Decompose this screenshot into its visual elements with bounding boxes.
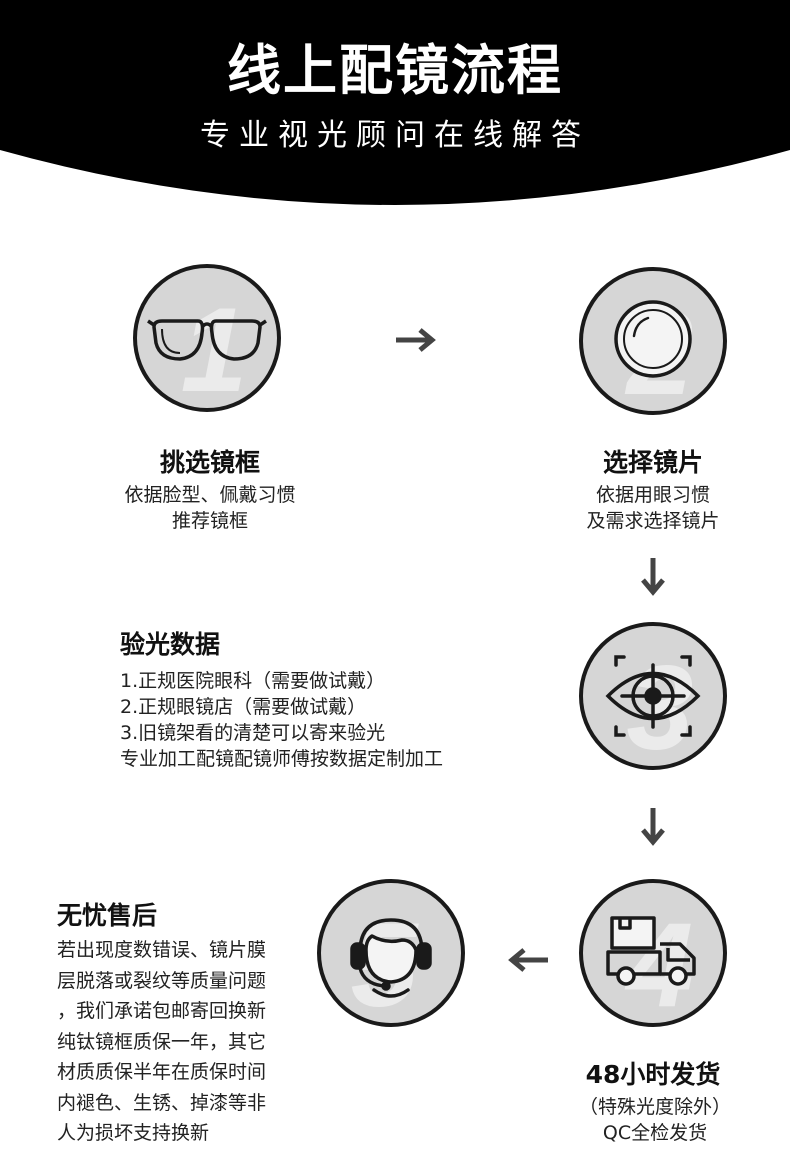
page-title: 线上配镜流程: [227, 39, 563, 102]
step-5-description: 若出现度数错误、镜片膜 层脱落或裂纹等质量问题 ，我们承诺包邮寄回换新 纯钛镜框…: [57, 935, 266, 1149]
step-4-circle: 4: [578, 878, 728, 1028]
step-2-description: 依据用眼习惯 及需求选择镜片: [520, 482, 786, 534]
step-1-line: 依据脸型、佩戴习惯: [124, 484, 296, 506]
step-3-line: 专业加工配镜配镜师傅按数据定制加工: [120, 748, 444, 770]
lens-icon: [614, 300, 692, 378]
step-1-line: 推荐镜框: [171, 510, 248, 532]
step-5-line: 材质质保半年在质保时间: [57, 1061, 267, 1083]
step-3-description: 1.正规医院眼科（需要做试戴） 2.正规眼镜店（需要做试戴） 3.旧镜架看的清楚…: [120, 668, 443, 772]
arrow-left-icon: [508, 948, 548, 972]
arrow-down-icon: [641, 808, 665, 846]
arrow-down-icon: [641, 558, 665, 596]
page-subtitle: 专业视光顾问在线解答: [200, 118, 590, 153]
step-5-line: 层脱落或裂纹等质量问题: [57, 969, 267, 992]
step-2-title: 选择镜片: [602, 448, 703, 477]
step-1-circle: 1: [132, 263, 282, 413]
step-4-line: QC全检发货: [602, 1122, 708, 1144]
step-3-number: 3: [627, 641, 694, 771]
step-1-title: 挑选镜框: [159, 448, 260, 477]
step-5-line: 若出现度数错误、镜片膜: [57, 939, 267, 961]
step-3-title: 验光数据: [120, 630, 221, 659]
step-5-circle: 5: [316, 878, 466, 1028]
step-1-number: 1: [181, 283, 248, 413]
eye-scan-icon: [605, 655, 701, 737]
step-3-circle: 3: [578, 621, 728, 771]
glasses-icon: [147, 319, 267, 361]
step-5-line: 内褪色、生锈、掉漆等非: [57, 1091, 267, 1114]
step-2-circle: 2: [578, 266, 728, 416]
step-5-line: 人为损坏支持换新: [57, 1122, 210, 1144]
step-3-line: 2.正规眼镜店（需要做试戴）: [120, 696, 367, 718]
step-4-description: （特殊光度除外） QC全检发货: [530, 1094, 780, 1146]
step-5-line: ，我们承诺包邮寄回换新: [57, 1000, 267, 1022]
headset-agent-icon: [350, 918, 432, 998]
step-5-title: 无忧售后: [57, 901, 158, 930]
step-3-line: 3.旧镜架看的清楚可以寄来验光: [120, 722, 386, 744]
step-5-line: 纯钛镜框质保一年，其它: [57, 1030, 267, 1053]
header-banner: 线上配镜流程 专业视光顾问在线解答: [0, 0, 790, 220]
step-3-line: 1.正规医院眼科（需要做试戴）: [120, 670, 386, 692]
delivery-truck-icon: [606, 916, 696, 986]
step-4-title: 48小时发货: [585, 1060, 721, 1089]
step-1-description: 依据脸型、佩戴习惯 推荐镜框: [80, 482, 340, 534]
step-2-line: 依据用眼习惯: [595, 484, 710, 506]
step-2-line: 及需求选择镜片: [586, 510, 720, 532]
step-4-line: （特殊光度除外）: [578, 1096, 731, 1118]
arrow-right-icon: [396, 328, 436, 352]
